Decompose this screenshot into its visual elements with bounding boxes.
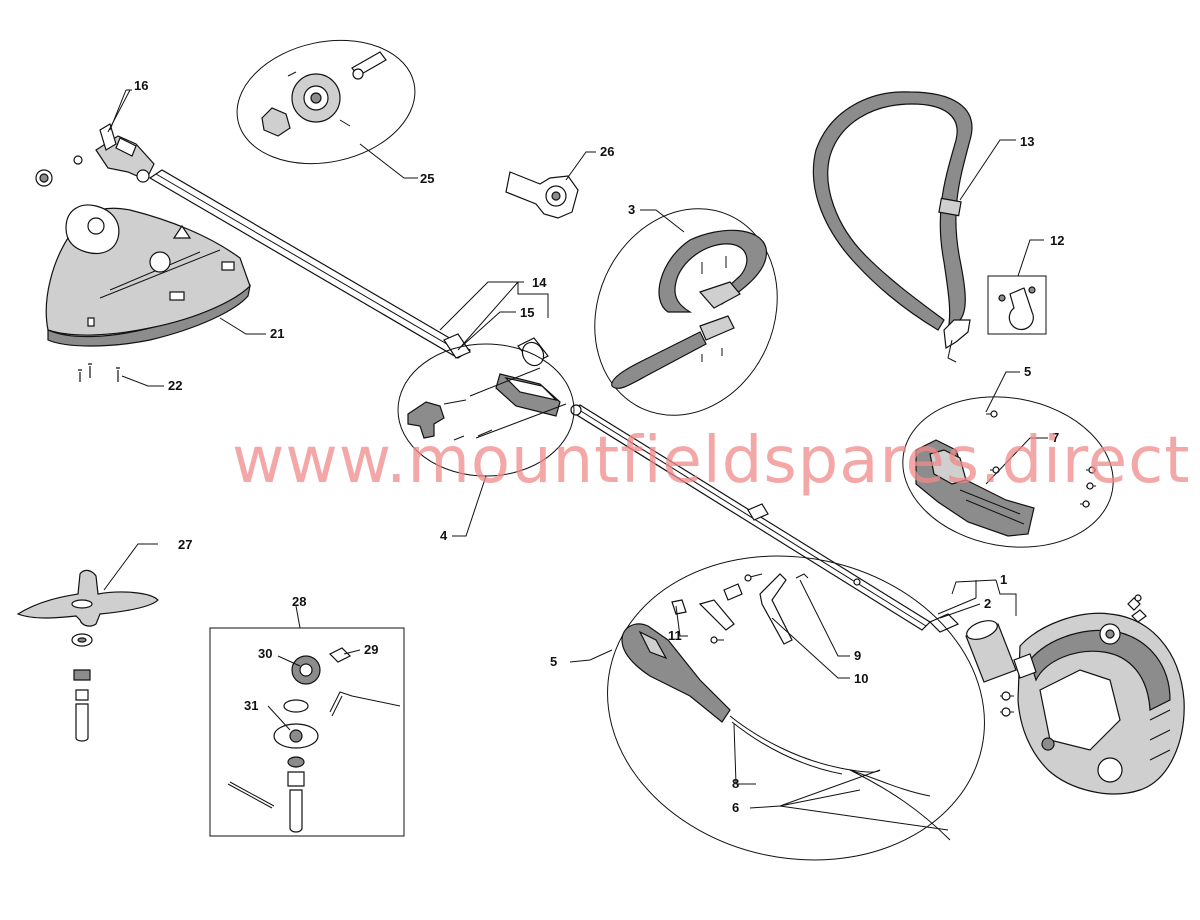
label-31: 31 (244, 698, 258, 713)
label-5-upper: 5 (1024, 364, 1031, 379)
grass-guard-21 (45, 204, 251, 347)
label-22: 22 (168, 378, 182, 393)
label-21: 21 (270, 326, 284, 341)
label-16: 16 (134, 78, 148, 93)
label-14: 14 (532, 275, 547, 290)
gear-head-16 (35, 89, 155, 187)
part-number-labels: 16 25 26 3 13 12 14 15 21 22 4 5 7 27 28… (134, 78, 1064, 815)
leader-lines (103, 89, 1048, 831)
label-9: 9 (854, 648, 861, 663)
label-4: 4 (440, 528, 448, 543)
watermark: www.mountfieldspares.direct (232, 424, 1190, 498)
clamp-12 (987, 275, 1047, 335)
label-30: 30 (258, 646, 272, 661)
rear-handle-5 (902, 396, 1114, 548)
label-8: 8 (732, 776, 739, 791)
sleeve-15 (443, 333, 549, 367)
label-11: 11 (668, 628, 682, 643)
label-12: 12 (1050, 233, 1064, 248)
label-1: 1 (1000, 572, 1007, 587)
loop-handle-3 (594, 208, 778, 416)
trimmer-head-25 (236, 39, 416, 165)
shoulder-strap-13 (812, 91, 973, 363)
label-6: 6 (732, 800, 739, 815)
label-28: 28 (292, 594, 306, 609)
label-26: 26 (600, 144, 614, 159)
label-3: 3 (628, 202, 635, 217)
spanner-26 (505, 171, 579, 219)
label-2: 2 (984, 596, 991, 611)
label-10: 10 (854, 671, 868, 686)
label-5-lower: 5 (550, 654, 557, 669)
throttle-handle-5 (607, 555, 985, 861)
blade-27 (16, 569, 159, 742)
label-29: 29 (364, 642, 378, 657)
label-15: 15 (520, 305, 534, 320)
label-7: 7 (1052, 430, 1059, 445)
engine-1 (928, 594, 1185, 795)
screws-22 (78, 363, 120, 382)
label-25: 25 (420, 171, 434, 186)
blade-kit-28 (209, 627, 405, 837)
label-27: 27 (178, 537, 192, 552)
label-13: 13 (1020, 134, 1034, 149)
